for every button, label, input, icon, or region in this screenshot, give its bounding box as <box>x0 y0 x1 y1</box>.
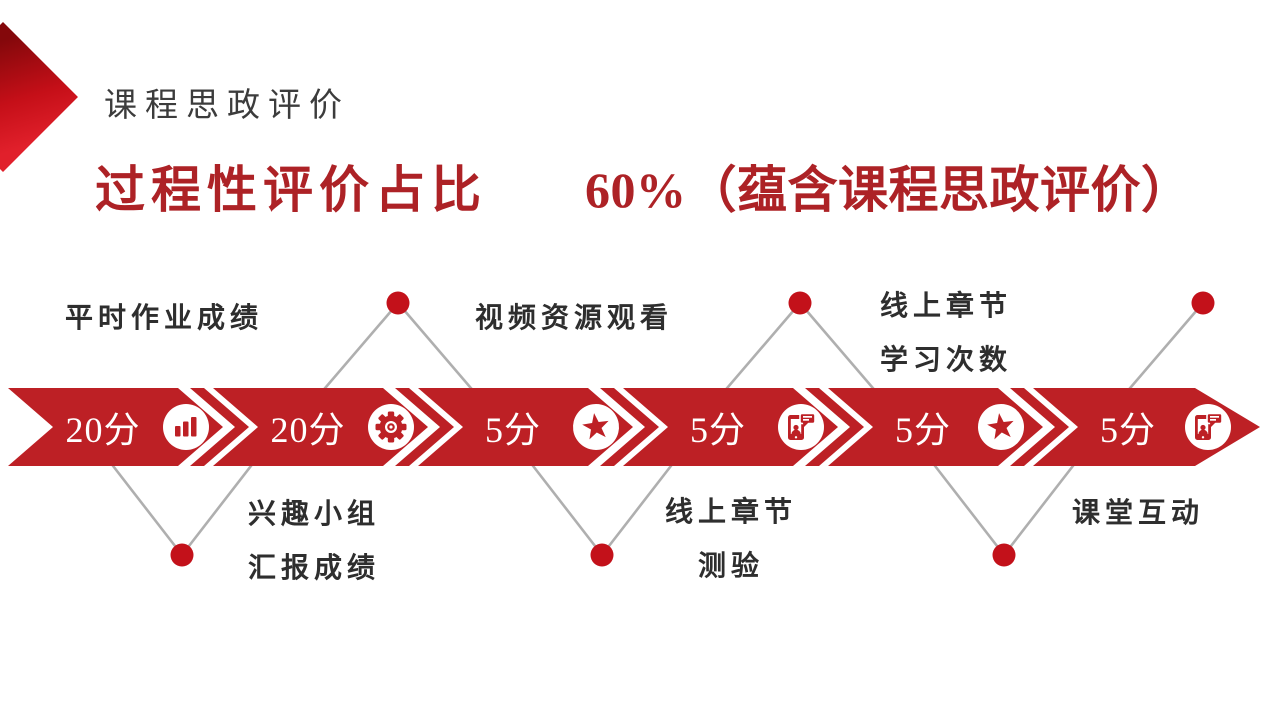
callout-line: 线上章节 <box>665 497 798 528</box>
dot-bottom-1 <box>170 543 194 567</box>
timeline-arrow-segment <box>623 388 838 466</box>
mobile-chat-icon <box>778 404 824 450</box>
callout-line: 平时作业成绩 <box>65 303 264 334</box>
connector-lines <box>108 302 1204 556</box>
callout-line: 测验 <box>698 551 765 582</box>
gear-icon <box>368 404 414 450</box>
timeline-score-2: 20分 <box>270 410 346 450</box>
dot-bottom-3 <box>992 543 1016 567</box>
callout-bottom-1: 兴趣小组 汇报成绩 <box>248 498 380 586</box>
chevron-timeline-band <box>8 388 1260 466</box>
callout-line: 课堂互动 <box>1072 498 1205 529</box>
mobile-chat-icon <box>1185 404 1231 450</box>
callout-line: 学习次数 <box>880 345 1013 376</box>
callout-top-3: 线上章节 学习次数 <box>880 290 1012 378</box>
connector-dots <box>170 291 1215 567</box>
timeline-arrow-segment <box>8 388 223 466</box>
page-title: 课程思政评价 <box>104 88 350 124</box>
timeline-score-6: 5分 <box>1099 410 1156 450</box>
callout-bottom-3: 课堂互动 <box>1072 497 1204 531</box>
callout-top-1: 平时作业成绩 <box>65 302 263 336</box>
dot-top-2 <box>788 291 812 315</box>
dot-top-3 <box>1191 291 1215 315</box>
star-icon <box>978 404 1024 450</box>
callout-line: 汇报成绩 <box>248 553 381 584</box>
timeline-score-1: 20分 <box>65 410 141 450</box>
chevron-stripe <box>395 388 454 466</box>
callout-line: 兴趣小组 <box>248 499 381 530</box>
timeline-score-3: 5分 <box>484 410 541 450</box>
callout-top-2: 视频资源观看 <box>475 302 673 336</box>
chevron-stripe <box>600 388 659 466</box>
timeline-arrow-segment <box>213 388 428 466</box>
corner-accent-shape <box>0 22 78 172</box>
bar-chart-icon <box>163 404 209 450</box>
timeline-score-4: 5分 <box>689 410 746 450</box>
callout-connectors <box>108 291 1215 567</box>
dot-top-1 <box>386 291 410 315</box>
callout-line: 线上章节 <box>880 291 1013 322</box>
dot-bottom-2 <box>590 543 614 567</box>
chevron-stripe <box>805 388 864 466</box>
headline-right: 60%（蕴含课程思政评价） <box>585 162 1192 218</box>
chevron-stripe <box>190 388 249 466</box>
headline: 过程性评价占比 60%（蕴含课程思政评价） <box>95 150 1192 222</box>
headline-left: 过程性评价占比 <box>95 162 487 218</box>
timeline-score-5: 5分 <box>894 410 951 450</box>
callout-bottom-2: 线上章节 测验 <box>665 496 797 584</box>
star-icon <box>573 404 619 450</box>
callout-line: 视频资源观看 <box>475 303 674 334</box>
timeline-arrow-segment <box>418 388 633 466</box>
chevron-stripe <box>1010 388 1069 466</box>
